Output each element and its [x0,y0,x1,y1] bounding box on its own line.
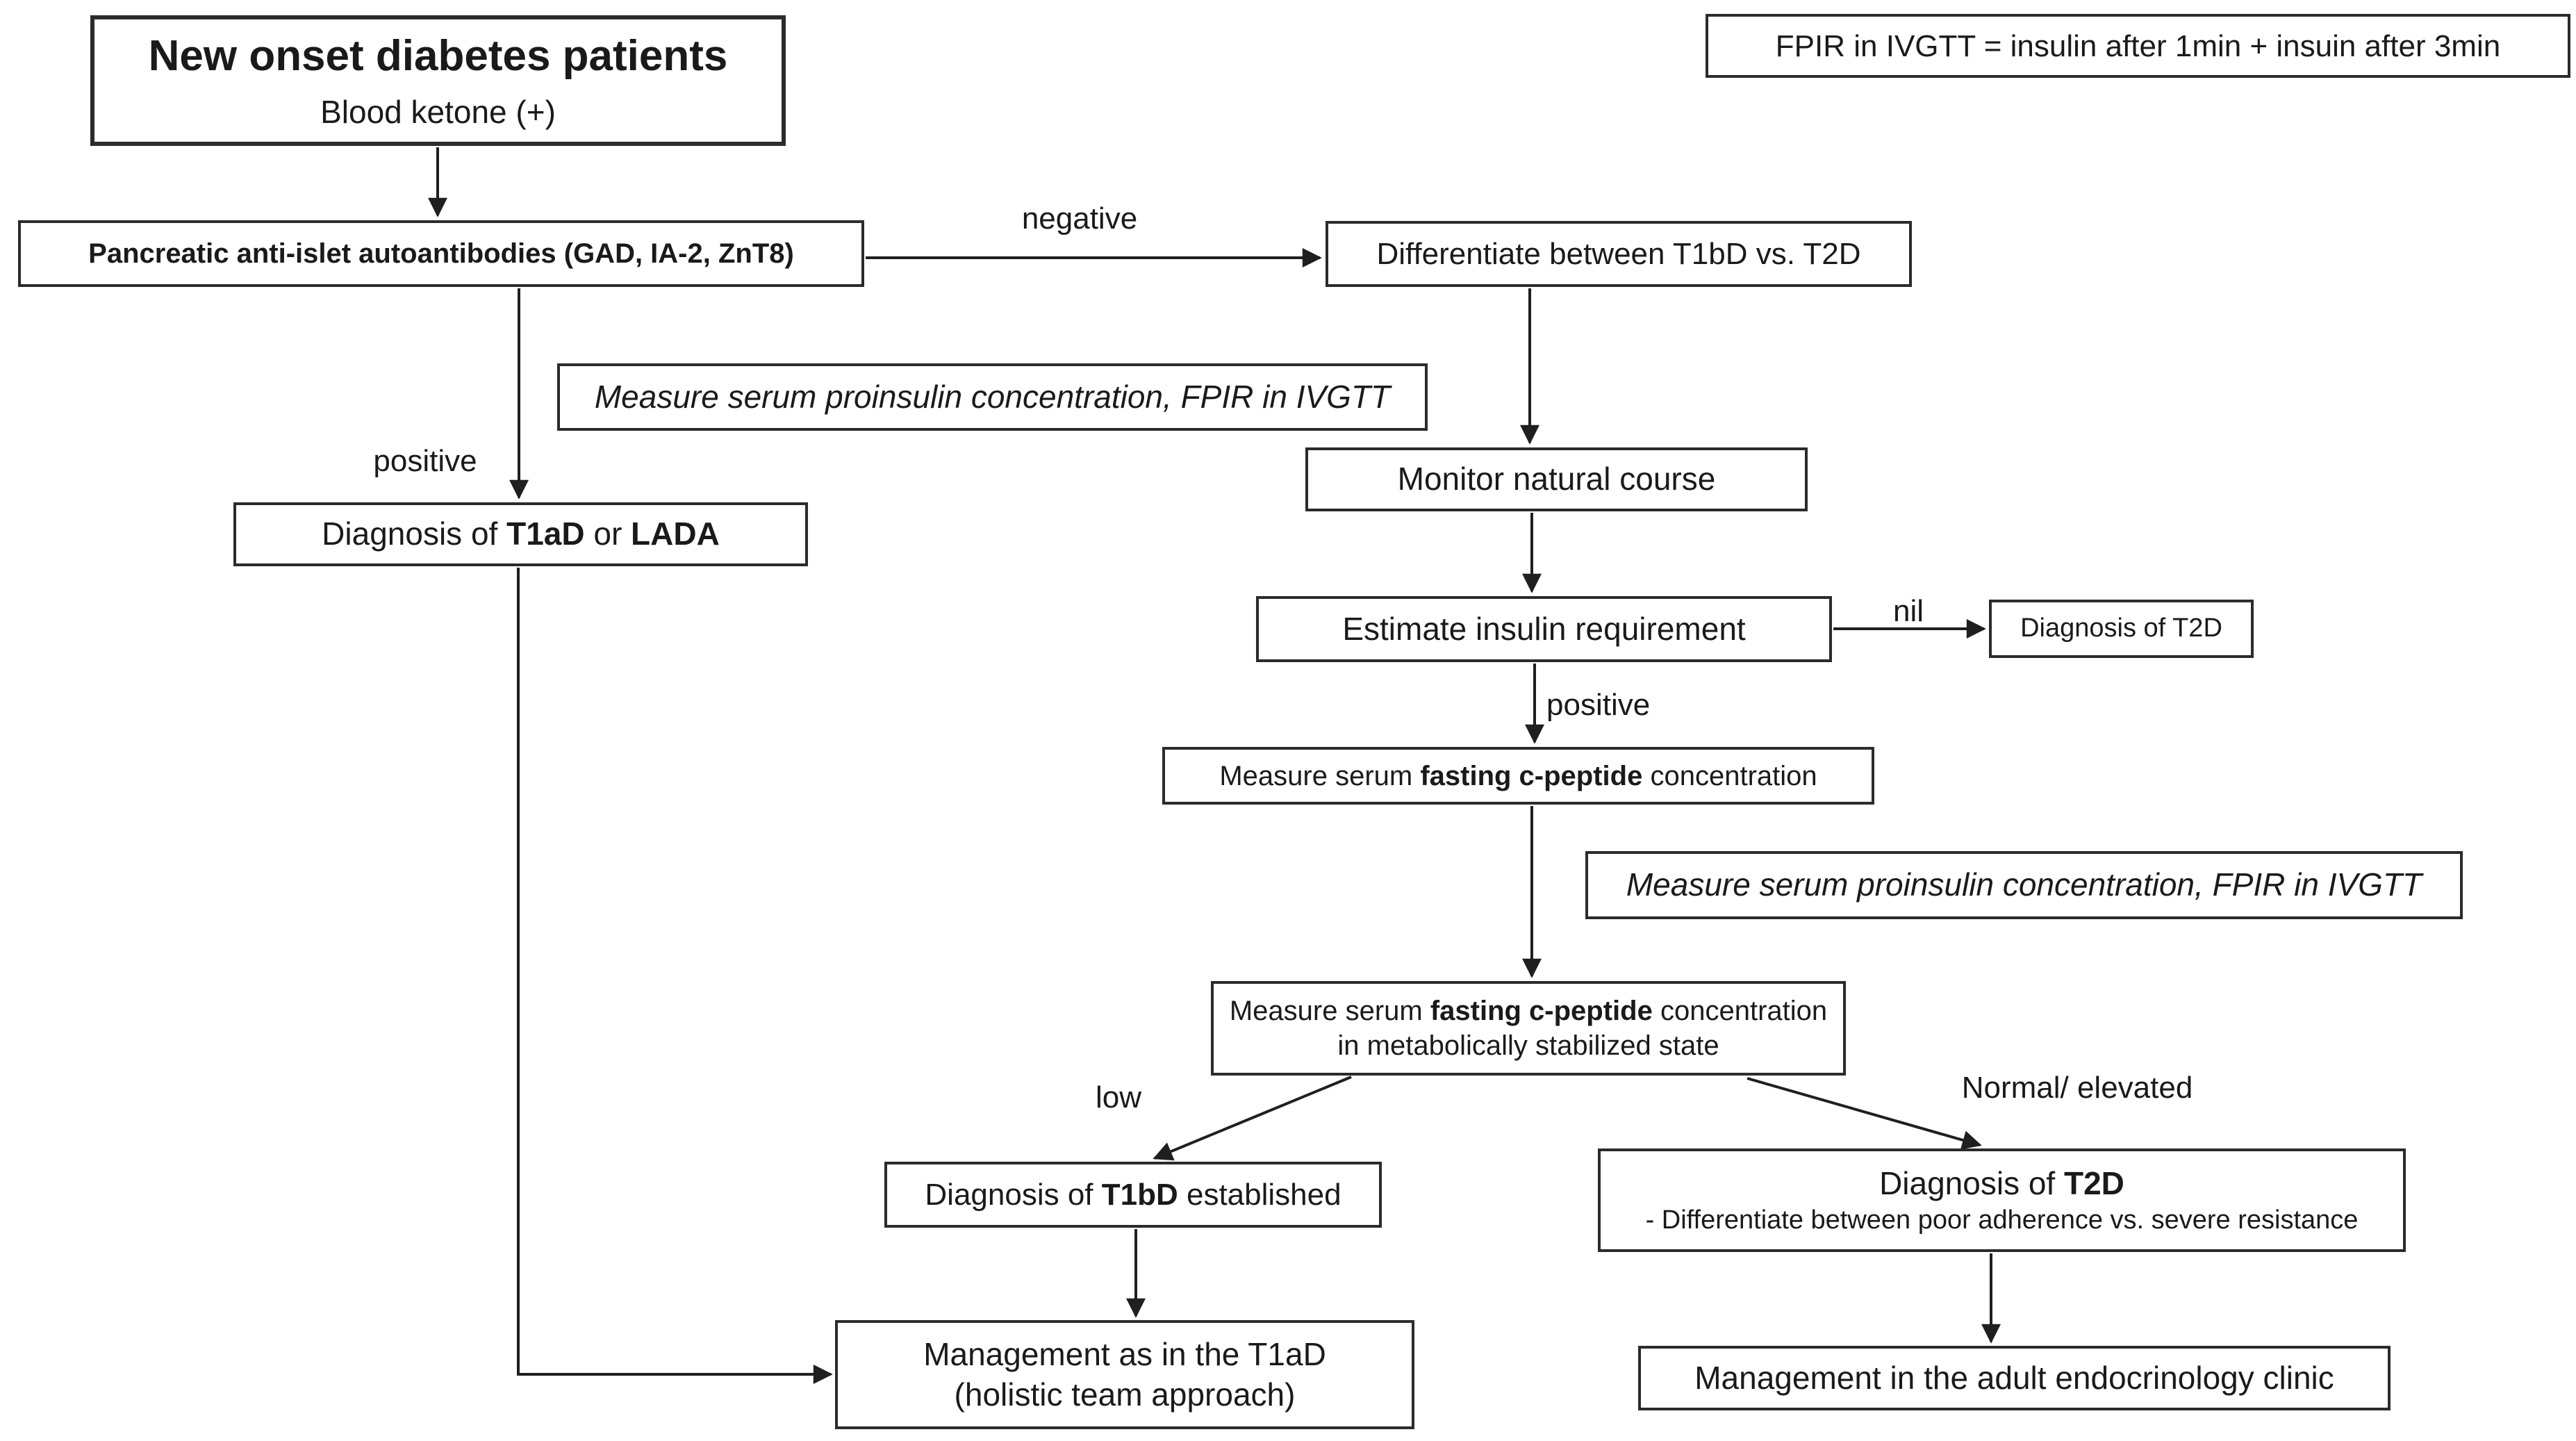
node-text: Measure serum proinsulin concentration, … [594,378,1391,415]
node-autoantibodies-test: Pancreatic anti-islet autoantibodies (GA… [18,220,864,287]
edge-label-low: low [1095,1080,1142,1114]
edge-t1ad-to-management-t1ad [517,568,833,1384]
edge-label-normal-elevated: Normal/ elevated [1961,1071,2193,1105]
node-differentiate-t1bd-t2d: Differentiate between T1bD vs. T2D [1326,221,1912,287]
node-text-line1: Management as in the T1aD [923,1336,1326,1372]
node-fasting-cpeptide-stabilized: Measure serum fasting c-peptide concentr… [1211,981,1846,1076]
edge-stabilized-to-t1bd [1153,1076,1352,1161]
node-estimate-insulin-requirement: Estimate insulin requirement [1256,596,1832,662]
node-text: Monitor natural course [1397,461,1716,497]
node-text-line2: in metabolically stabilized state [1337,1030,1719,1061]
edge-label-positive-insulin: positive [1546,688,1651,722]
note-text: FPIR in IVGTT = insulin after 1min + ins… [1775,28,2501,63]
node-subtitle: Blood ketone (+) [320,94,556,130]
node-text: Diagnosis of T1bD established [925,1178,1341,1212]
node-text: Management in the adult endocrinology cl… [1694,1359,2334,1396]
node-new-onset-patients: New onset diabetes patients Blood ketone… [90,15,786,146]
node-text: Measure serum proinsulin concentration, … [1626,866,2422,903]
node-monitor-natural-course: Monitor natural course [1305,447,1808,511]
node-text: Diagnosis of T1aD or LADA [322,516,720,552]
node-proinsulin-note-bottom: Measure serum proinsulin concentration, … [1585,851,2463,919]
node-text-line1: Diagnosis of T2D [1879,1165,2124,1201]
node-management-t1ad: Management as in the T1aD (holistic team… [835,1320,1414,1429]
node-text: Estimate insulin requirement [1342,610,1746,647]
node-text-line1: Measure serum fasting c-peptide concentr… [1229,996,1828,1026]
node-title: New onset diabetes patients [148,31,728,80]
node-fasting-cpeptide: Measure serum fasting c-peptide concentr… [1162,747,1874,805]
node-diagnosis-t2d: Diagnosis of T2D [1989,600,2254,658]
edge-label-positive-autoantibodies: positive [373,444,477,478]
edge-label-nil: nil [1892,594,1924,628]
node-proinsulin-note-top: Measure serum proinsulin concentration, … [557,363,1428,431]
node-text: Pancreatic anti-islet autoantibodies (GA… [88,238,794,269]
node-diagnosis-t2d-detail: Diagnosis of T2D - Differentiate between… [1598,1148,2406,1252]
node-diagnosis-t1bd-established: Diagnosis of T1bD established [884,1162,1382,1228]
node-fpir-definition-note: FPIR in IVGTT = insulin after 1min + ins… [1706,14,2570,78]
node-text-line2: - Differentiate between poor adherence v… [1645,1205,2359,1235]
node-text: Differentiate between T1bD vs. T2D [1376,237,1861,271]
node-diagnosis-t1ad-lada: Diagnosis of T1aD or LADA [233,502,808,566]
edge-label-negative: negative [1021,201,1138,236]
node-text: Diagnosis of T2D [2020,614,2222,643]
node-management-clinic: Management in the adult endocrinology cl… [1638,1346,2391,1410]
edge-stabilized-to-t2d-large [1747,1077,1982,1150]
node-text-line2: (holistic team approach) [954,1376,1296,1413]
node-text: Measure serum fasting c-peptide concentr… [1219,760,1817,791]
